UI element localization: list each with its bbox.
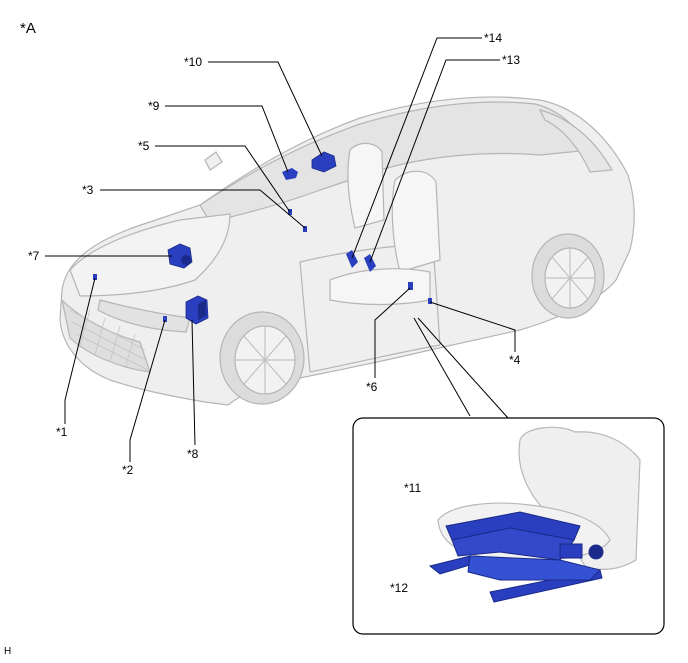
part-13-motor xyxy=(364,254,376,272)
callout-13: *13 xyxy=(502,53,520,67)
callout-11: *11 xyxy=(404,481,421,495)
rear-spokes xyxy=(545,248,595,308)
components xyxy=(93,151,432,325)
part-1-sensor xyxy=(93,274,97,280)
callout-12: *12 xyxy=(390,581,408,595)
leader-9 xyxy=(165,105,289,173)
callout-2: *2 xyxy=(122,463,134,477)
vehicle-illustration xyxy=(59,96,635,406)
leader-4 xyxy=(429,301,516,352)
side-mirror xyxy=(204,151,223,171)
leader-2 xyxy=(129,319,166,462)
part-14-motor xyxy=(346,250,358,268)
part-2-sensor xyxy=(163,316,167,322)
detail-inset xyxy=(352,417,665,635)
leader-13 xyxy=(369,59,500,263)
callout-5: *5 xyxy=(138,139,150,153)
car-glass xyxy=(199,101,591,223)
hood xyxy=(69,213,231,297)
part-9-unit xyxy=(282,168,298,180)
view-label: *A xyxy=(20,20,36,37)
inset-seat-frame xyxy=(428,511,604,603)
callout-6: *6 xyxy=(366,380,378,394)
leader-3 xyxy=(100,189,306,229)
callout-14: *14 xyxy=(484,31,502,45)
corner-code: H xyxy=(4,646,11,657)
leader-10 xyxy=(208,61,323,157)
leader-5 xyxy=(155,145,291,213)
front-spokes xyxy=(235,326,295,394)
driver-seat-back xyxy=(347,142,385,229)
zoom-line-left xyxy=(413,317,471,417)
rear-glass xyxy=(538,109,613,173)
labels: *A *1 *2 *3 *4 *5 *6 *7 *8 *9 *10 *11 *1… xyxy=(4,20,521,657)
callout-8: *8 xyxy=(187,447,199,461)
zoom-line-right xyxy=(417,317,509,419)
part-8-ecu xyxy=(185,295,209,325)
leader-8 xyxy=(191,319,196,446)
door-lines xyxy=(299,199,441,373)
inset-seat-back xyxy=(518,426,641,570)
leader-14 xyxy=(351,37,482,259)
callout-1: *1 xyxy=(56,425,68,439)
callout-7: *7 xyxy=(28,249,40,263)
part-4-sensor xyxy=(428,298,432,304)
callout-3: *3 xyxy=(82,183,94,197)
callout-9: *9 xyxy=(148,99,160,113)
part-6-sensor xyxy=(408,282,413,290)
callout-4: *4 xyxy=(509,353,521,367)
leader-1 xyxy=(64,277,96,424)
callout-10: *10 xyxy=(184,55,202,69)
part-3-sensor xyxy=(303,226,307,232)
headlight xyxy=(97,299,191,333)
part-10-unit xyxy=(311,151,337,173)
leader-6 xyxy=(374,287,411,378)
grille-mesh xyxy=(69,309,149,371)
front-seat-back xyxy=(391,170,441,273)
car-body xyxy=(59,96,635,406)
part-7-module xyxy=(167,243,193,269)
